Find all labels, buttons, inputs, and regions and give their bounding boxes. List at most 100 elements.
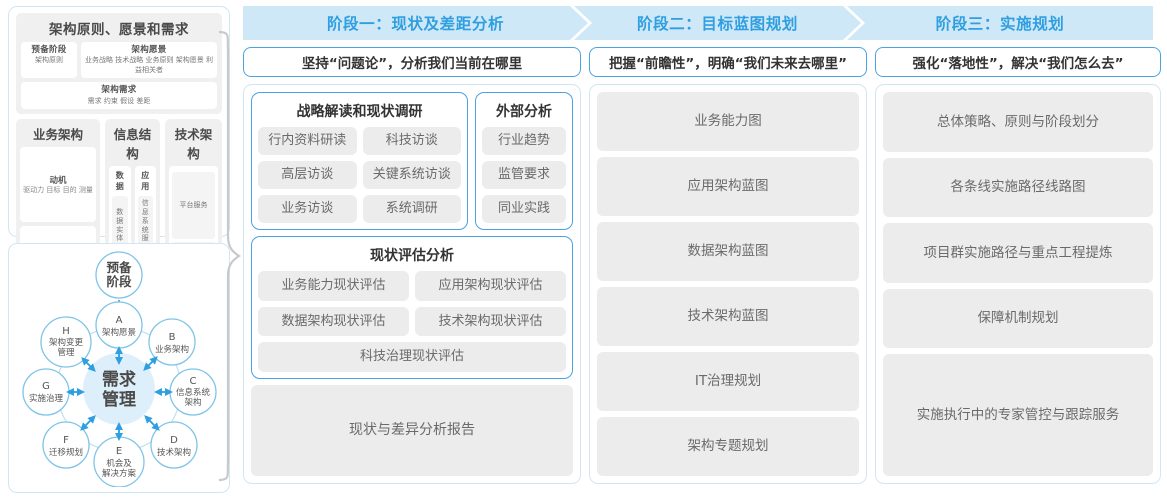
adm-node-e-letter: E: [116, 446, 122, 457]
assessment-row-1: 数据架构现状评估 技术架构现状评估: [258, 306, 566, 337]
phase-2-item-1[interactable]: 应用架构蓝图: [597, 157, 859, 216]
strategy-research-section: 战略解读和现状调研 行内资料研读 科技访谈 高层访谈 关键系统访谈: [251, 92, 468, 230]
strategy-chip-1-1[interactable]: 关键系统访谈: [362, 161, 461, 189]
adm-node-d: [150, 421, 198, 469]
phase-3-item-3[interactable]: 保障机制规划: [883, 288, 1153, 348]
phase-3-item-1[interactable]: 各条线实施路径线路图: [883, 157, 1153, 217]
phase-3-banner-label: 阶段三：实施规划: [935, 15, 1065, 33]
togaf-content-framework-card: 架构原则、愿景和需求 预备阶段 架构原则 架构愿景 业务战略 技术战略 业务原则…: [8, 6, 230, 447]
phase-2-item-3[interactable]: 技术架构蓝图: [597, 287, 859, 346]
adm-node-c-label1: 信息系统: [176, 387, 211, 398]
phase-2-item-4[interactable]: IT治理规划: [597, 352, 859, 411]
adm-node-d-label: 技术架构: [157, 447, 191, 458]
strategy-research-chips: 行内资料研读 科技访谈 高层访谈 关键系统访谈 业务访谈 系统调研: [258, 127, 461, 223]
assessment-row-0: 业务能力现状评估 应用架构现状评估: [258, 271, 566, 301]
adm-preliminary-line2: 阶段: [106, 274, 132, 289]
phase-body-row: 战略解读和现状调研 行内资料研读 科技访谈 高层访谈 关键系统访谈: [243, 84, 1161, 484]
strategy-chip-1-0[interactable]: 高层访谈: [258, 161, 357, 189]
adm-center-requirements: [83, 353, 155, 425]
adm-node-g-label: 实施治理: [29, 393, 64, 404]
strategy-chip-2-1[interactable]: 系统调研: [362, 195, 461, 223]
phase-1-banner-label: 阶段一：现状及差距分析: [326, 15, 505, 33]
adm-node-h: [40, 316, 92, 368]
gap-analysis-report-chip[interactable]: 现状与差异分析报告: [251, 385, 573, 476]
architecture-requirements-title: 架构需求: [101, 85, 137, 96]
adm-arrow-f-back: [80, 417, 94, 431]
adm-arrow-d-back: [146, 417, 160, 431]
assessment-chip-1-1[interactable]: 技术架构现状评估: [415, 306, 566, 337]
prelim-vision-row: 预备阶段 架构原则 架构愿景 业务战略 技术战略 业务原则 架构愿景 利益相关者: [21, 42, 217, 79]
phase-3-item-0[interactable]: 总体策略、原则与阶段划分: [883, 92, 1153, 152]
phase-2-panel: 业务能力图 应用架构蓝图 数据架构蓝图 技术架构蓝图 IT治理规划 架构专题规划: [589, 84, 867, 484]
adm-node-f-letter: F: [63, 435, 69, 446]
external-chip-1[interactable]: 监管要求: [482, 161, 566, 189]
adm-node-f: [42, 421, 90, 469]
prelim-phase-title: 预备阶段: [31, 45, 67, 55]
architecture-principles-section: 架构原则、愿景和需求 预备阶段 架构原则 架构愿景 业务战略 技术战略 业务原则…: [16, 13, 222, 115]
technology-item-0: 平台服务: [172, 172, 215, 239]
left-column: 架构原则、愿景和需求 预备阶段 架构原则 架构愿景 业务战略 技术战略 业务原则…: [8, 6, 230, 493]
phase-1-subtitle: 坚持“问题论”，分析我们当前在哪里: [243, 47, 581, 77]
assessment-chip-1-0[interactable]: 数据架构现状评估: [258, 306, 409, 337]
external-chip-2[interactable]: 同业实践: [482, 195, 566, 223]
phase-2-banner[interactable]: 阶段二：目标蓝图规划: [574, 6, 861, 40]
adm-node-h-letter: H: [62, 326, 70, 337]
adm-node-h-label2: 管理: [57, 347, 75, 358]
phase-1-banner[interactable]: 阶段一：现状及差距分析: [243, 6, 588, 40]
business-architecture-title: 业务架构: [32, 127, 83, 143]
technology-architecture-title: 技术架构: [174, 127, 213, 162]
external-chip-0[interactable]: 行业趋势: [482, 127, 566, 155]
current-state-assessment-title: 现状评估分析: [370, 248, 454, 264]
information-application-item-0: 信息系统服务: [137, 196, 153, 255]
assessment-chip-0-0[interactable]: 业务能力现状评估: [258, 271, 409, 301]
phase-2-item-5[interactable]: 架构专题规划: [597, 417, 859, 476]
adm-node-c-label2: 架构: [184, 397, 201, 408]
adm-cycle-diagram: 预备 阶段 需求 管理 A 架构愿景 B 业务架构: [22, 251, 217, 487]
phase-3-item-4[interactable]: 实施执行中的专家管控与跟踪服务: [883, 354, 1153, 476]
adm-node-b-letter: B: [169, 332, 176, 343]
assessment-chip-0-1[interactable]: 应用架构现状评估: [415, 271, 566, 301]
phase-banner-row: 阶段一：现状及差距分析 阶段二：目标蓝图规划 阶段三：实施规划: [243, 6, 1161, 40]
prelim-phase-box: 预备阶段 架构原则: [21, 42, 77, 79]
architecture-vision-title: 架构愿景: [131, 45, 167, 55]
business-group-motivation-items: 驱动力 目标 目的 测量: [23, 186, 93, 195]
phase-2-item-0[interactable]: 业务能力图: [597, 92, 859, 151]
adm-preliminary-line1: 预备: [106, 260, 132, 275]
adm-node-g: [22, 368, 70, 416]
phase-3-item-2[interactable]: 项目群实施路径与重点工程提炼: [883, 223, 1153, 283]
phases-region: 阶段一：现状及差距分析 阶段二：目标蓝图规划 阶段三：实施规划 坚持“问题论”，…: [243, 6, 1161, 493]
current-state-assessment-chips: 业务能力现状评估 应用架构现状评估 数据架构现状评估 技术架构现状评估 科技治理…: [258, 271, 566, 373]
architecture-vision-box: 架构愿景 业务战略 技术战略 业务原则 架构愿景 利益相关者: [81, 42, 217, 79]
current-state-assessment-section: 现状评估分析 业务能力现状评估 应用架构现状评估 数据架构现状评估 技术架构现状…: [251, 236, 573, 379]
strategy-chip-0-1[interactable]: 科技访谈: [362, 127, 461, 155]
phase-2-item-2[interactable]: 数据架构蓝图: [597, 222, 859, 281]
adm-center-line2: 管理: [102, 389, 136, 410]
phase-3-subtitle: 强化“落地性”，解决“我们怎么去”: [875, 47, 1161, 77]
strategy-research-title: 战略解读和现状调研: [296, 104, 423, 120]
phase-3-banner[interactable]: 阶段三：实施规划: [847, 6, 1153, 40]
business-group-motivation: 动机 驱动力 目标 目的 测量: [20, 147, 96, 223]
adm-node-e-label2: 解决方案: [102, 468, 137, 479]
adm-arrow-h-back: [81, 357, 94, 370]
assessment-row-2: 科技治理现状评估: [258, 342, 566, 373]
adm-node-c-letter: C: [190, 376, 197, 387]
architecture-requirements-box: 架构需求 需求 约束 假设 差距: [21, 82, 217, 110]
adm-node-d-letter: D: [170, 435, 178, 446]
phase-1-panel: 战略解读和现状调研 行内资料研读 科技访谈 高层访谈 关键系统访谈: [243, 84, 581, 484]
adm-node-b-label: 业务架构: [155, 344, 189, 355]
information-column-data-header: 数据: [115, 171, 124, 192]
adm-node-a-label: 架构愿景: [102, 327, 136, 338]
phase-3-panel: 总体策略、原则与阶段划分 各条线实施路径线路图 项目群实施路径与重点工程提炼 保…: [875, 84, 1161, 484]
adm-node-g-letter: G: [42, 381, 50, 392]
external-analysis-section: 外部分析 行业趋势 监管要求 同业实践: [475, 92, 573, 230]
phase-2-subtitle: 把握“前瞻性”，明确“我们未来去哪里”: [589, 47, 867, 77]
external-analysis-title: 外部分析: [496, 104, 552, 120]
adm-arrow-b-back: [145, 356, 158, 369]
phase-2-banner-label: 阶段二：目标蓝图规划: [636, 15, 798, 33]
strategy-row-0: 行内资料研读 科技访谈: [258, 127, 461, 155]
information-column-application-header: 应用: [141, 171, 150, 192]
strategy-chip-0-0[interactable]: 行内资料研读: [258, 127, 357, 155]
strategy-chip-2-0[interactable]: 业务访谈: [258, 195, 357, 223]
adm-node-b: [148, 318, 196, 366]
assessment-chip-full[interactable]: 科技治理现状评估: [258, 342, 566, 373]
